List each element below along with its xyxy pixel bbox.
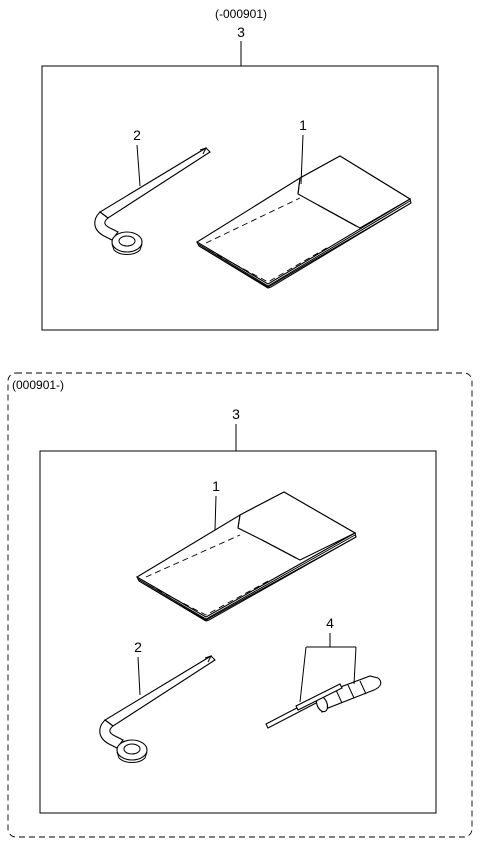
bottom-box-wrench: [99, 655, 216, 763]
bottom-pouch-leader: [214, 495, 217, 531]
top-section: (-000901) 3 1 2: [41, 7, 439, 331]
bottom-screwdriver-callout: 4: [326, 615, 334, 631]
top-kit-callout: 3: [237, 24, 245, 40]
top-pouch-leader: [300, 134, 304, 185]
bottom-dashed-frame: [7, 372, 473, 838]
bottom-kit-frame: [39, 450, 437, 814]
top-wrench-leader: [136, 144, 141, 187]
bottom-section: (000901-) 3 1 2: [7, 372, 473, 838]
bottom-pouch-callout: 1: [212, 478, 220, 494]
bottom-wrench-leader: [137, 656, 141, 696]
bottom-version-label: (000901-): [12, 378, 64, 392]
top-version-label: (-000901): [215, 7, 267, 21]
bottom-tool-pouch: [135, 491, 357, 622]
bottom-screwdriver-leader-left: [299, 646, 307, 703]
bottom-kit-callout: 3: [232, 406, 240, 422]
bottom-screwdriver: [265, 675, 382, 729]
top-box-wrench: [94, 147, 211, 255]
top-pouch-callout: 1: [299, 117, 307, 133]
bottom-wrench-callout: 2: [134, 639, 142, 655]
top-kit-frame: [41, 65, 439, 331]
bottom-screwdriver-leader-right: [353, 646, 357, 685]
top-wrench-callout: 2: [133, 127, 141, 143]
top-tool-pouch: [195, 155, 412, 289]
